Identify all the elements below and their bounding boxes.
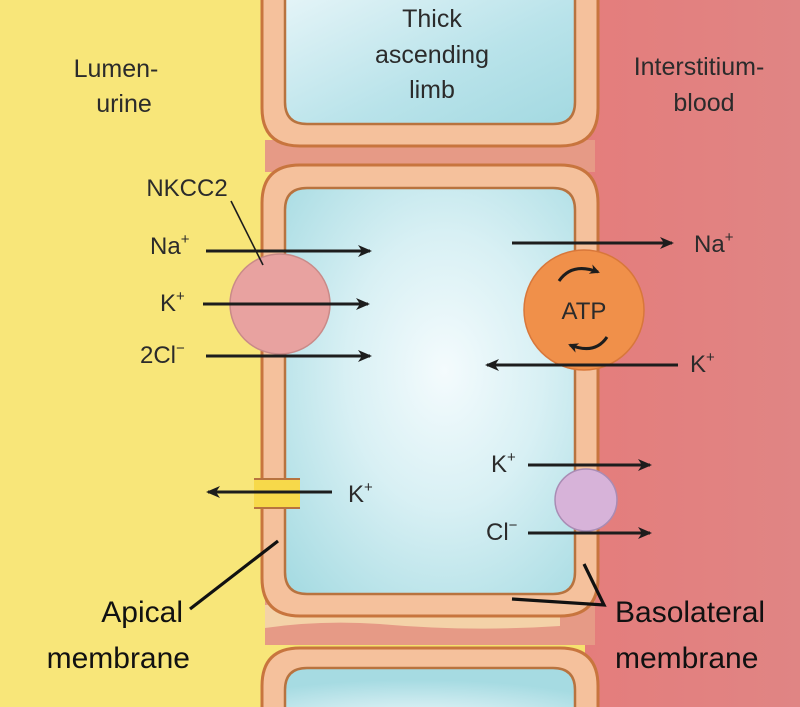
lumen-label-line2: urine — [96, 90, 152, 118]
k-channel-ion: K+ — [348, 479, 373, 508]
interstitium-label-line1: Interstitium- — [634, 53, 765, 81]
nkcc2-ion-na: Na+ — [150, 231, 190, 260]
kcc-ion-k: K+ — [491, 449, 516, 478]
nkcc2-ion-cl: 2Cl− — [140, 340, 185, 369]
kcc-circle — [554, 468, 618, 532]
tubule-label-line2: ascending — [375, 41, 489, 69]
apical-k-channel: K+ — [206, 478, 373, 509]
kcc-ion-cl: Cl− — [486, 517, 518, 546]
nkcc2-leader-line — [230, 200, 264, 266]
lumen-label-line1: Lumen- — [74, 55, 159, 83]
nkcc2-transporter: NKCC2 Na+ K+ 2Cl− — [140, 175, 372, 369]
atpase-label: ATP — [562, 298, 607, 325]
atpase-cycle-arrow-top — [557, 264, 600, 282]
atpase-circle — [523, 249, 645, 371]
na-k-atpase-pump: ATP Na+ K+ — [485, 229, 734, 378]
basolateral-label-line1: Basolateral — [615, 596, 765, 629]
basolateral-label-line2: membrane — [615, 642, 758, 675]
cell-top — [260, 0, 600, 148]
apical-callout: Apical membrane — [47, 539, 279, 675]
atpase-cycle-arrow-bottom — [568, 336, 609, 353]
atpase-ion-k: K+ — [690, 349, 715, 378]
nkcc2-label: NKCC2 — [146, 175, 227, 202]
interstitium-label-line2: blood — [673, 89, 734, 117]
apical-label-line2: membrane — [47, 642, 190, 675]
atpase-ion-na: Na+ — [694, 229, 734, 258]
basolateral-callout: Basolateral membrane — [511, 563, 765, 675]
kcc-transporter: K+ Cl− — [486, 449, 652, 546]
basolateral-leader-line — [511, 563, 607, 607]
apical-leader-line — [189, 539, 279, 611]
lumen-region — [0, 0, 290, 707]
tubule-label-line1: Thick — [402, 5, 462, 33]
cell-bottom — [260, 646, 600, 707]
tubule-label-line3: limb — [409, 76, 455, 104]
cell-main — [260, 163, 600, 618]
apical-label-line1: Apical — [101, 596, 183, 629]
nkcc2-ion-k: K+ — [160, 288, 185, 317]
